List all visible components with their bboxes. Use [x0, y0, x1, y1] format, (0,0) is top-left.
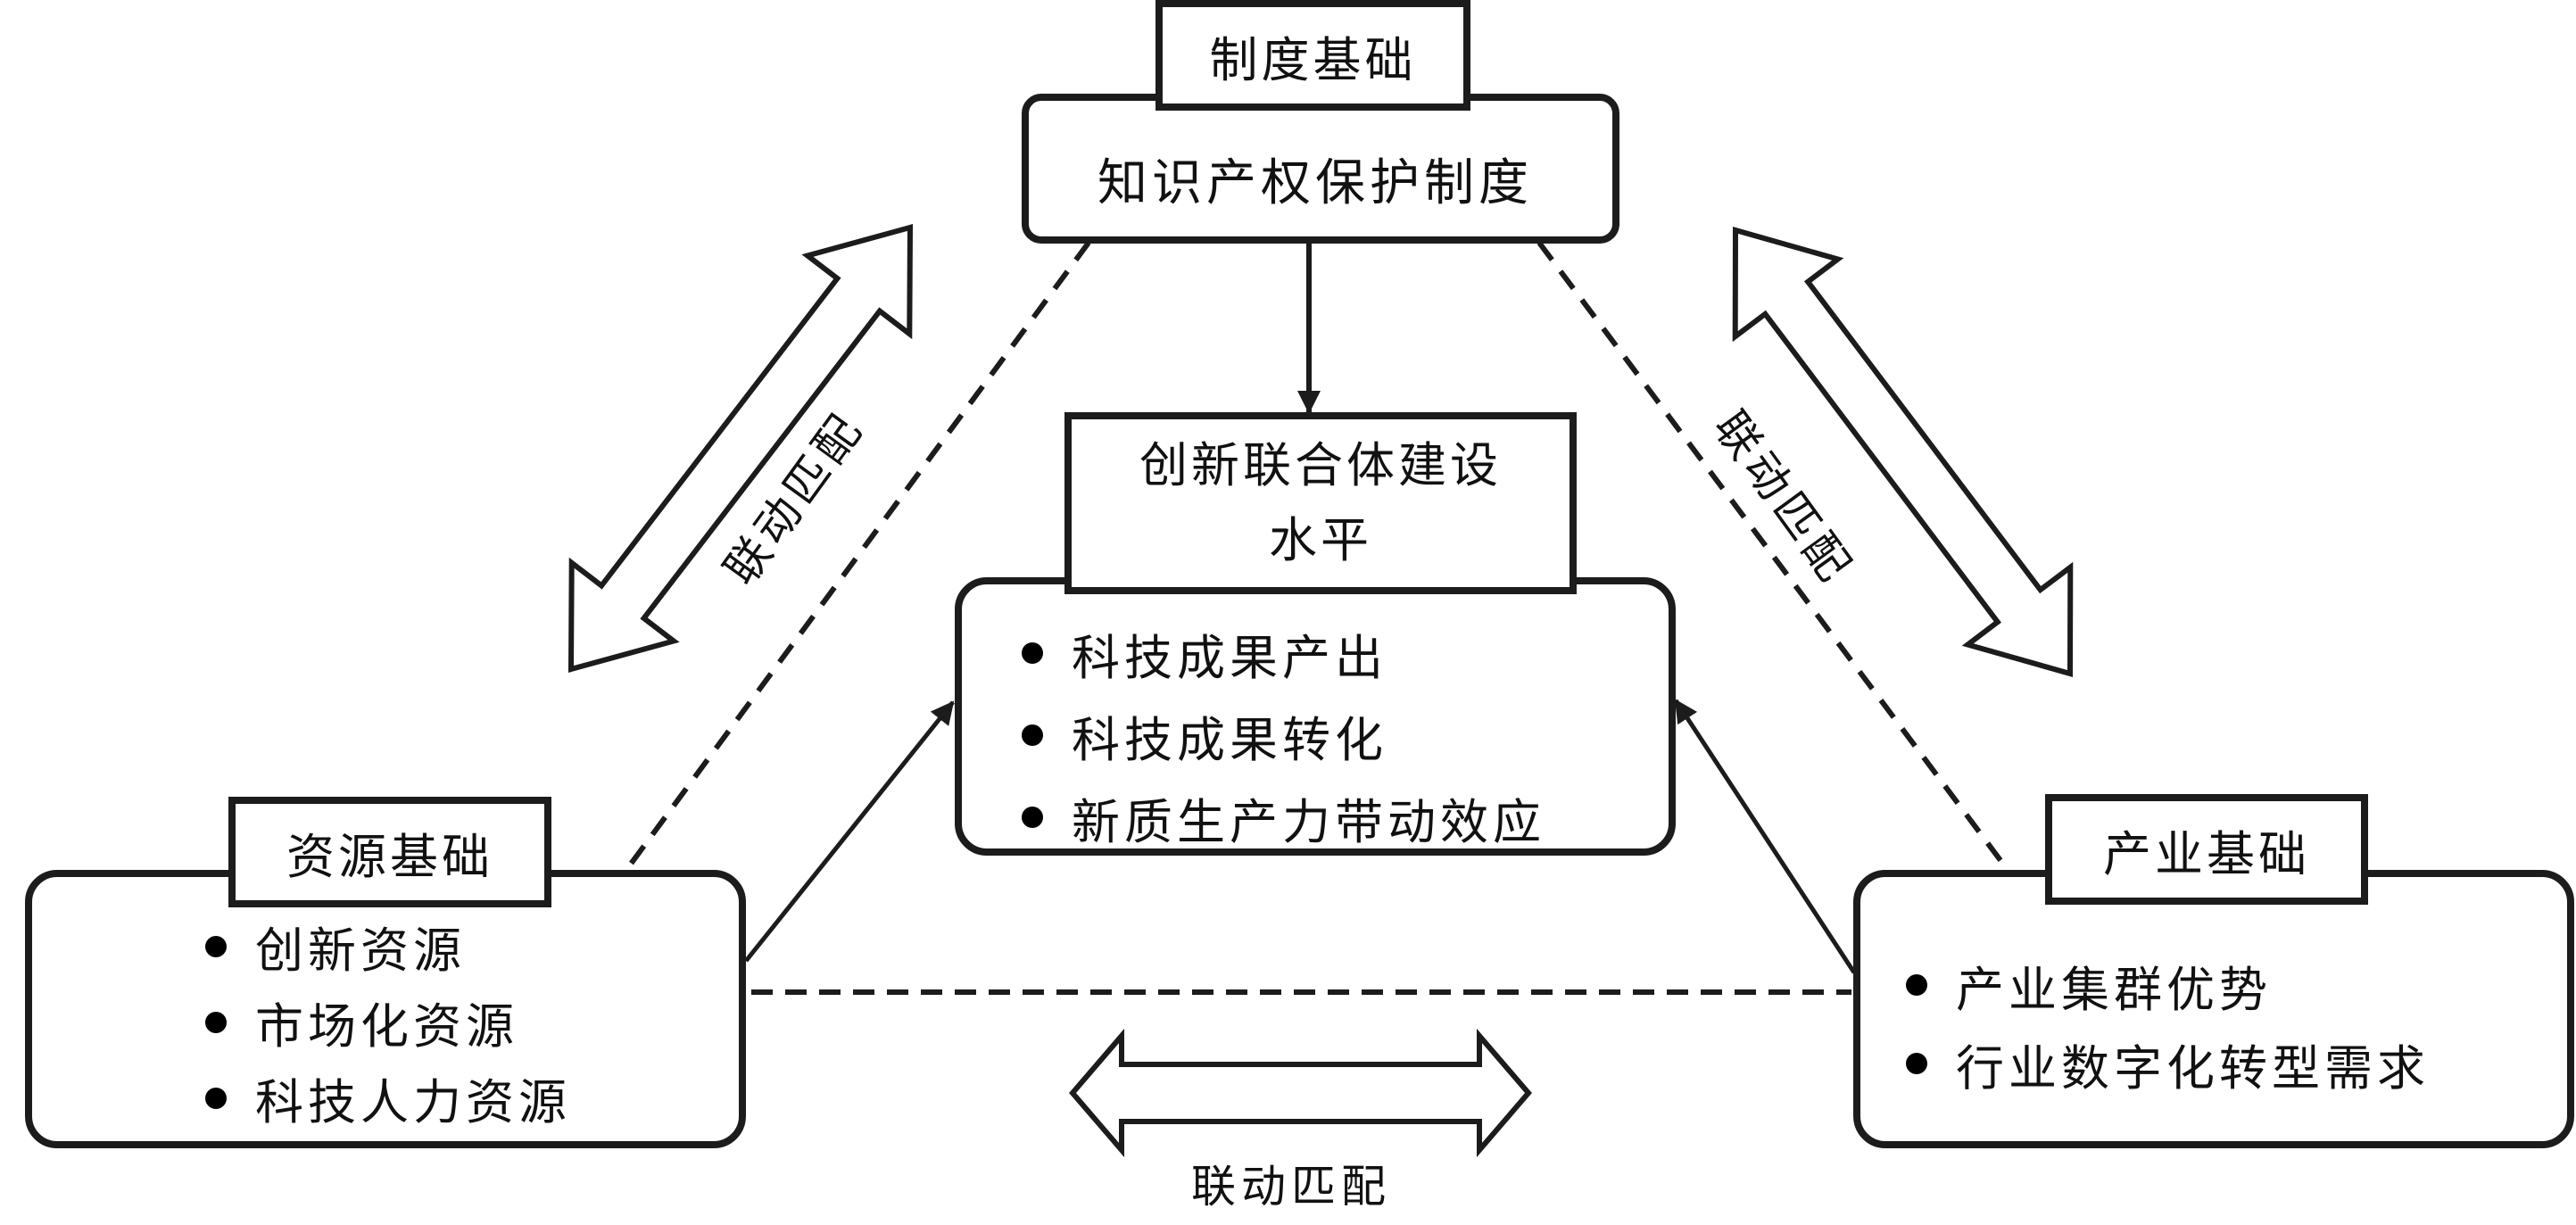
center-label-line1: 创新联合体建设: [1139, 437, 1502, 493]
double-arrow-left: [567, 224, 914, 673]
industry-items-list: 产业集群优势 行业数字化转型需求: [1906, 946, 2430, 1103]
institutional-label-text: 制度基础: [1209, 31, 1417, 88]
list-item: 科技成果产出: [1022, 612, 1545, 694]
arrow-resource-to-center: [744, 700, 955, 963]
bullet-icon: [205, 1087, 227, 1109]
list-item: 科技人力资源: [205, 1060, 571, 1136]
list-item: 市场化资源: [205, 984, 571, 1060]
innovation-consortium-box: [955, 577, 1676, 856]
center-label-line2: 水平: [1269, 512, 1372, 568]
link-label-bottom: 联动匹配: [1191, 1161, 1391, 1213]
double-arrow-right: [1732, 227, 2074, 677]
list-item: 新质生产力带动效应: [1022, 776, 1545, 858]
resource-foundation-label: 资源基础: [228, 797, 551, 907]
bullet-icon: [1022, 642, 1043, 664]
arrow-industry-to-center: [1673, 699, 1857, 974]
bullet-icon: [205, 935, 227, 957]
innovation-consortium-label: 创新联合体建设 水平: [1064, 412, 1577, 594]
industry-foundation-box: [1853, 870, 2574, 1148]
double-arrow-bottom: [1069, 1028, 1532, 1158]
center-items-list: 科技成果产出 科技成果转化 新质生产力带动效应: [1022, 612, 1545, 858]
bullet-icon: [205, 1011, 227, 1033]
dashed-link-top-left: [624, 241, 1091, 872]
dashed-link-top-right: [1536, 241, 2010, 872]
bullet-icon: [1906, 1053, 1927, 1074]
list-item: 行业数字化转型需求: [1906, 1024, 2430, 1103]
industry-foundation-label: 产业基础: [2045, 794, 2368, 905]
ip-protection-system: 知识产权保护制度: [1097, 154, 1533, 212]
institutional-foundation-label: 制度基础: [1155, 0, 1470, 111]
industry-label-text: 产业基础: [2103, 825, 2310, 882]
institutional-foundation-box: [1022, 94, 1619, 244]
list-item: 科技成果转化: [1022, 694, 1545, 776]
bullet-icon: [1022, 807, 1043, 828]
resource-items-list: 创新资源 市场化资源 科技人力资源: [205, 908, 571, 1136]
resource-label-text: 资源基础: [286, 828, 493, 885]
list-item: 创新资源: [205, 908, 571, 984]
list-item: 产业集群优势: [1906, 946, 2430, 1024]
bullet-icon: [1022, 724, 1043, 746]
bullet-icon: [1906, 974, 1927, 996]
